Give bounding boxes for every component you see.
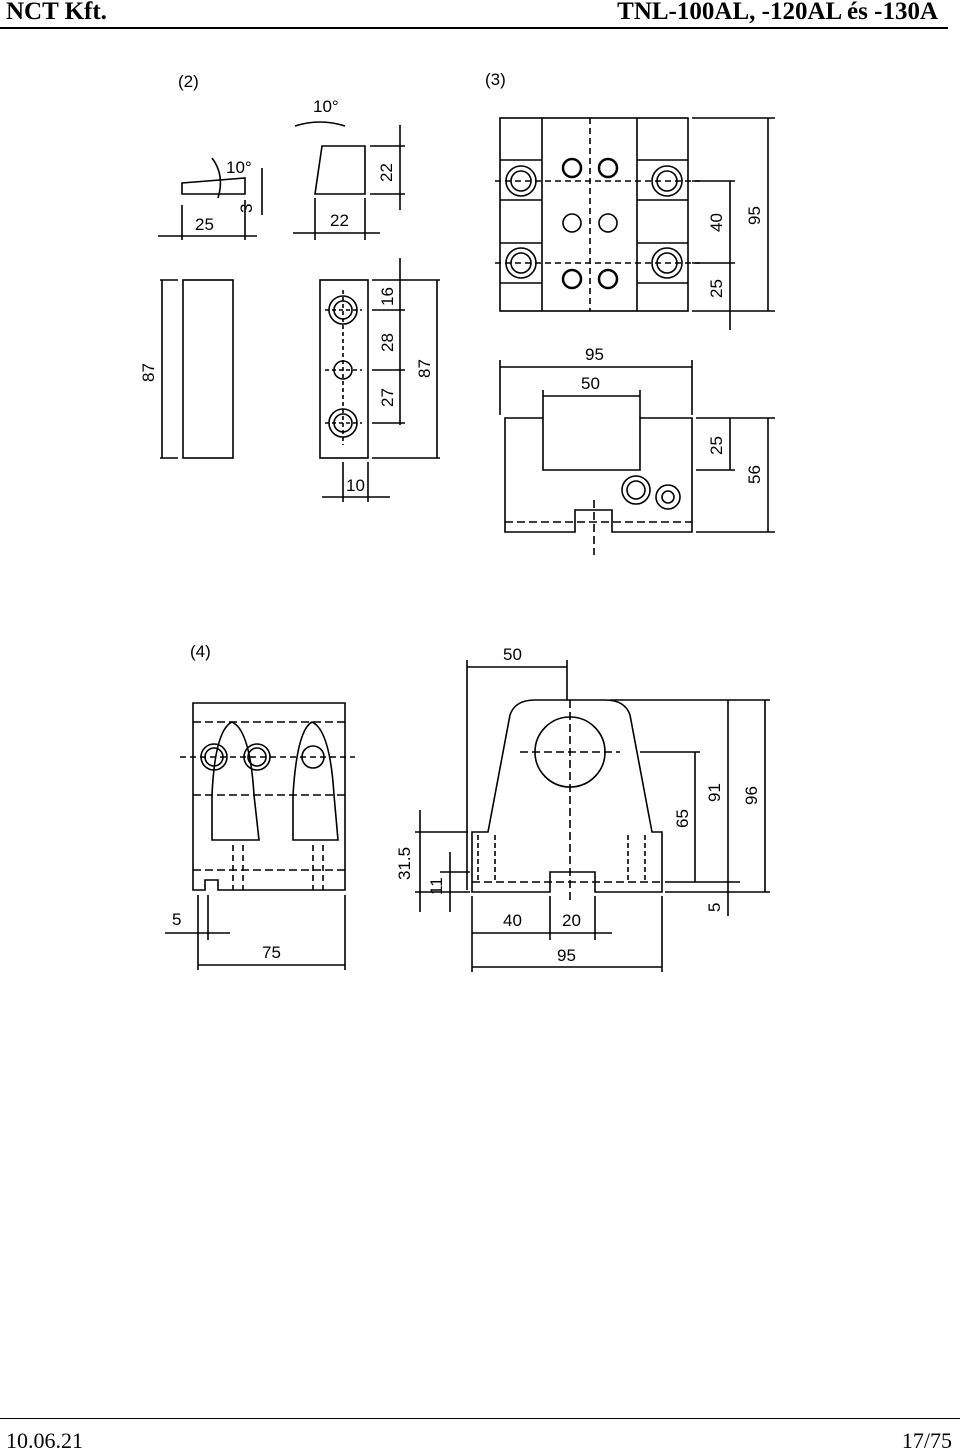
footer-page-number: 17/75 — [901, 1428, 952, 1453]
dim-25-front: 25 — [707, 436, 726, 455]
dim-95-h: 95 — [585, 345, 604, 364]
dim-20: 20 — [562, 911, 581, 930]
dim-16: 16 — [378, 287, 397, 306]
dim-50-front: 50 — [503, 645, 522, 664]
dim-95-v: 95 — [745, 206, 764, 225]
fig3-label: (3) — [485, 70, 506, 89]
dim-87-b: 87 — [415, 359, 434, 378]
angle-arc-a — [211, 157, 222, 199]
dim-65: 65 — [673, 809, 692, 828]
terminal-block-top-view — [499, 117, 689, 312]
dim-40: 40 — [503, 911, 522, 930]
clamp-jaw-right — [292, 721, 339, 841]
dim-31-5: 31.5 — [395, 847, 414, 880]
dim-56: 56 — [745, 465, 764, 484]
plain-block — [182, 279, 234, 459]
dim-91: 91 — [705, 783, 724, 802]
dim-5-front: 5 — [705, 903, 724, 912]
footer-rule — [0, 1418, 960, 1419]
wedge-tall — [314, 145, 366, 195]
terminal-block-front-view — [504, 417, 693, 533]
dim-5-side: 5 — [172, 910, 181, 929]
bracket-front-view — [471, 699, 663, 893]
dim-22-h: 22 — [377, 163, 396, 182]
figure-3: (3) 40 25 95 95 50 — [485, 70, 775, 555]
fig4-label: (4) — [190, 642, 211, 661]
dim-angle-b: 10° — [313, 97, 339, 116]
dim-40: 40 — [707, 213, 726, 232]
header-company: NCT Kft. — [6, 0, 107, 25]
dim-75: 75 — [262, 943, 281, 962]
dim-22-w: 22 — [330, 211, 349, 230]
holed-block — [319, 279, 369, 459]
dim-11: 11 — [427, 877, 446, 895]
dim-3: 3 — [237, 204, 256, 213]
figure-4: (4) 5 75 50 31.5 11 — [165, 642, 770, 972]
figure-2: (2) 10° 25 3 10° 22 22 87 — [139, 72, 440, 502]
dim-25-top: 25 — [707, 279, 726, 298]
angle-arc-b — [294, 121, 346, 127]
fig2-label: (2) — [178, 72, 199, 91]
bracket-side-view — [192, 702, 346, 891]
dim-28: 28 — [378, 333, 397, 352]
dim-25: 25 — [195, 215, 214, 234]
dim-27: 27 — [378, 388, 397, 407]
dim-95-bottom: 95 — [557, 946, 576, 965]
dim-10: 10 — [346, 476, 365, 495]
clamp-jaw-left — [211, 721, 260, 841]
dim-87-a: 87 — [139, 363, 158, 382]
header-rule — [0, 27, 948, 29]
dim-angle-a: 10° — [226, 158, 252, 177]
header-model: TNL-100AL, -120AL és -130A — [617, 0, 938, 25]
dim-50: 50 — [581, 374, 600, 393]
footer-date: 10.06.21 — [6, 1428, 83, 1453]
dim-96: 96 — [742, 786, 761, 805]
wedge-small — [181, 177, 246, 195]
